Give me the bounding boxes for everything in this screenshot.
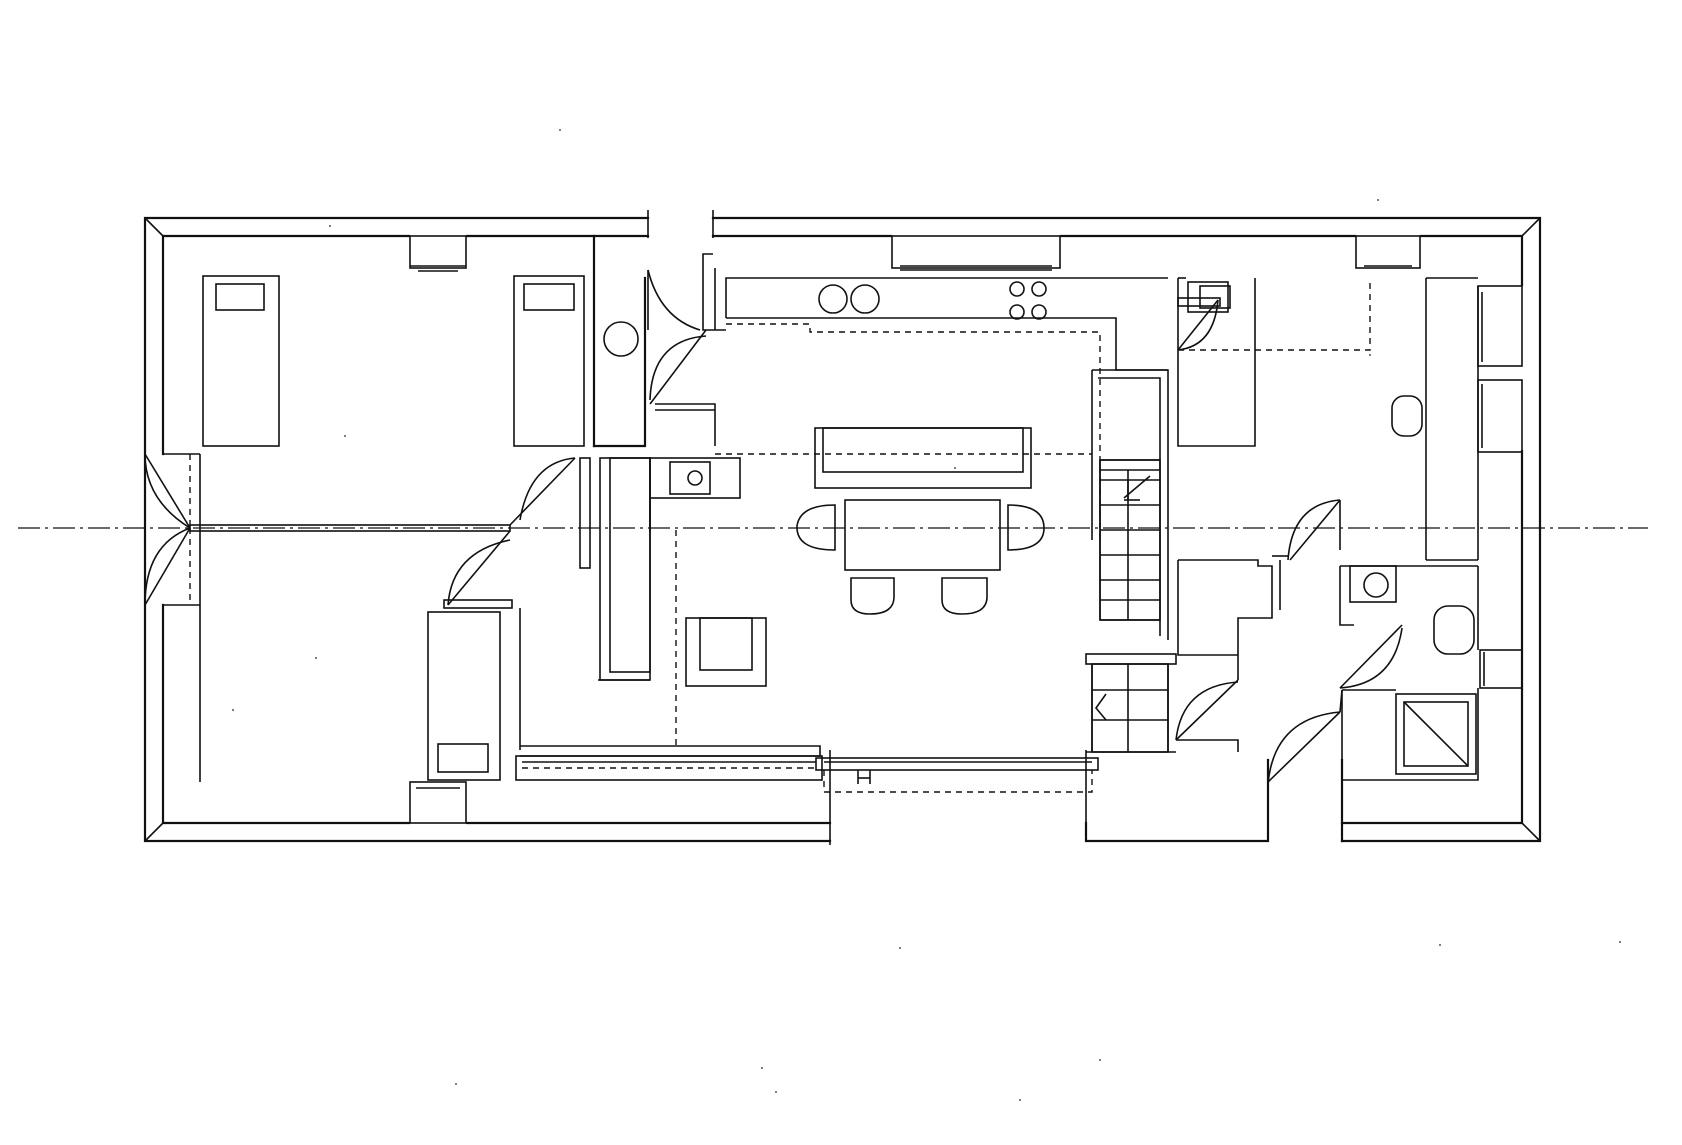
staircase [1091,459,1169,753]
exterior-walls [143,210,1542,845]
interior-walls [163,234,1479,782]
doors [144,269,1403,785]
furniture [202,275,1477,781]
paper-speckles [232,129,1621,1101]
window-openings [409,232,1526,826]
